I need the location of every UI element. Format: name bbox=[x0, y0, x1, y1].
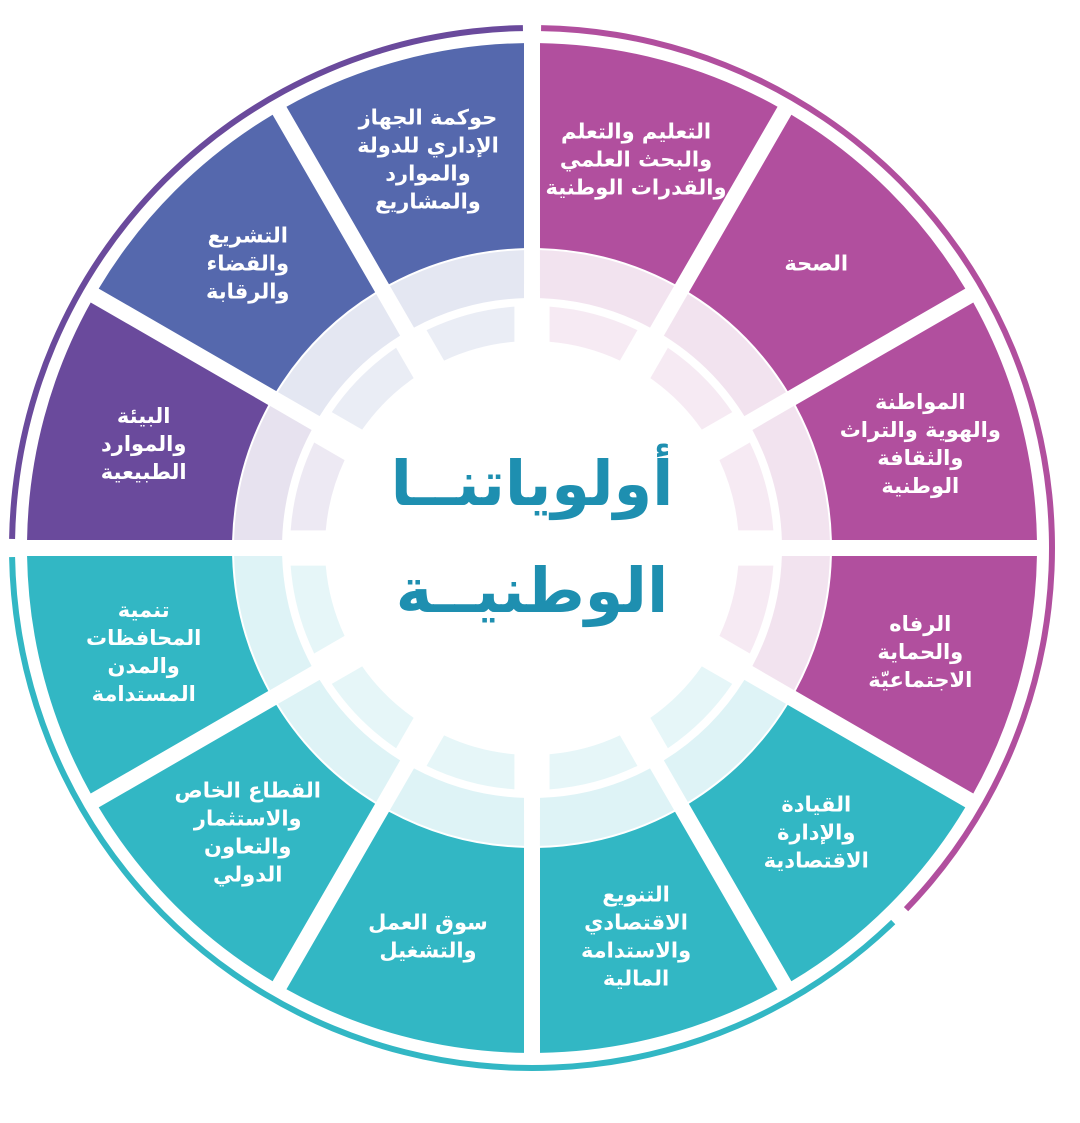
segment-wedge bbox=[688, 114, 966, 392]
segment-inner-accent bbox=[290, 442, 345, 531]
segment-label-line: التشريع bbox=[208, 224, 288, 248]
segment-inner-band bbox=[752, 405, 830, 541]
segment-inner-band bbox=[389, 250, 525, 328]
segments-group bbox=[27, 43, 1037, 1053]
segment-label-line: الاجتماعيّة bbox=[868, 668, 972, 692]
segment-label-line: المالية bbox=[603, 966, 669, 990]
segment-wedge bbox=[795, 302, 1037, 541]
segment-inner-band bbox=[277, 679, 401, 803]
segment-label-line: والموارد bbox=[101, 432, 186, 456]
segment-inner-band bbox=[663, 679, 787, 803]
segment-wedge bbox=[688, 704, 966, 982]
segment-inner-accent bbox=[719, 565, 774, 654]
segment-inner-band bbox=[234, 405, 312, 541]
segment-label-line: والتشغيل bbox=[379, 938, 476, 962]
inner-ring bbox=[234, 250, 830, 846]
segment-inner-accent bbox=[549, 735, 638, 790]
segment-inner-band bbox=[234, 555, 312, 691]
segment-wedge bbox=[539, 43, 778, 285]
segment-wedge bbox=[27, 555, 269, 794]
segment-inner-band bbox=[277, 293, 401, 417]
segment-label-line: الصحة bbox=[784, 252, 848, 276]
segment-label-line: البيئة bbox=[117, 404, 171, 428]
segment-inner-accent bbox=[331, 347, 414, 430]
segment-inner-accent bbox=[650, 666, 733, 749]
segment-inner-band bbox=[663, 293, 787, 417]
segment-label-line: تنمية bbox=[118, 598, 170, 622]
segment-wedge bbox=[539, 811, 778, 1053]
segment-inner-accent bbox=[549, 306, 638, 361]
center-title-line1: أولوياتنــا bbox=[391, 443, 674, 520]
segment-label-line: الإداري للدولة bbox=[357, 134, 499, 159]
segment-label-line: والاستدامة bbox=[581, 938, 691, 962]
segment-label-line: الوطنية bbox=[881, 474, 959, 498]
center-disc bbox=[337, 353, 727, 743]
segment-label-line: والثقافة bbox=[877, 446, 963, 470]
segment-labels: التعليم والتعلم والبحث العلمي والقدرات الو… bbox=[86, 106, 1001, 991]
segment-inner-accent bbox=[331, 666, 414, 749]
segment-label-line: الرفاه bbox=[889, 612, 951, 636]
segment-label-line: والهوية والتراث bbox=[840, 418, 1001, 442]
segment-wedge bbox=[98, 704, 376, 982]
segment-label-line: والرقابة bbox=[206, 280, 289, 304]
segment-label-line: التنويع bbox=[602, 882, 670, 906]
segment-label-line: الاقتصادية bbox=[764, 848, 869, 872]
segment-inner-band bbox=[539, 250, 675, 328]
segment-label-line: والمدن bbox=[108, 654, 180, 678]
segment-inner-band bbox=[389, 768, 525, 846]
segment-label-line: المستدامة bbox=[92, 682, 196, 706]
segment-label-line: والاستثمار bbox=[193, 806, 302, 830]
segment-label-line: القطاع الخاص bbox=[174, 778, 321, 802]
segment-inner-accent bbox=[426, 735, 515, 790]
segment-label-line: المواطنة bbox=[875, 390, 966, 414]
segment-label-line: المحافظات bbox=[86, 626, 201, 650]
segment-inner-band bbox=[752, 555, 830, 691]
segment-label-line: حوكمة الجهاز bbox=[358, 106, 498, 130]
segment-label-line: والتعاون bbox=[204, 834, 291, 858]
segment-wedge bbox=[795, 555, 1037, 794]
segment-label-line: سوق العمل bbox=[368, 910, 488, 934]
segment-wedge bbox=[98, 114, 376, 392]
segment-label-line: والموارد bbox=[385, 162, 470, 186]
segment-inner-accent bbox=[426, 306, 515, 361]
segment-inner-accent bbox=[290, 565, 345, 654]
segment-inner-band bbox=[539, 768, 675, 846]
segment-label-line: والمشاريع bbox=[375, 190, 481, 214]
center-title-line2: الوطنيــة bbox=[396, 554, 668, 627]
segment-label-line: والحماية bbox=[877, 640, 963, 664]
segment-label-line: والقضاء bbox=[206, 252, 289, 276]
segment-label-line: الطبيعية bbox=[101, 460, 187, 484]
segment-inner-accent bbox=[650, 347, 733, 430]
segment-inner-accent bbox=[719, 442, 774, 531]
segment-label-line: والقدرات الوطنية bbox=[546, 176, 727, 200]
segment-wedge bbox=[286, 43, 525, 285]
segment-label-line: القيادة bbox=[781, 792, 851, 816]
segment-wedge bbox=[286, 811, 525, 1053]
segment-label-line: والبحث العلمي bbox=[560, 148, 712, 172]
segment-label-line: الدولي bbox=[213, 862, 282, 886]
segment-label-line: الاقتصادي bbox=[584, 910, 688, 935]
segment-label-line: التعليم والتعلم bbox=[561, 120, 711, 144]
segment-wedge bbox=[27, 302, 269, 541]
segment-label-line: والإدارة bbox=[777, 820, 855, 844]
